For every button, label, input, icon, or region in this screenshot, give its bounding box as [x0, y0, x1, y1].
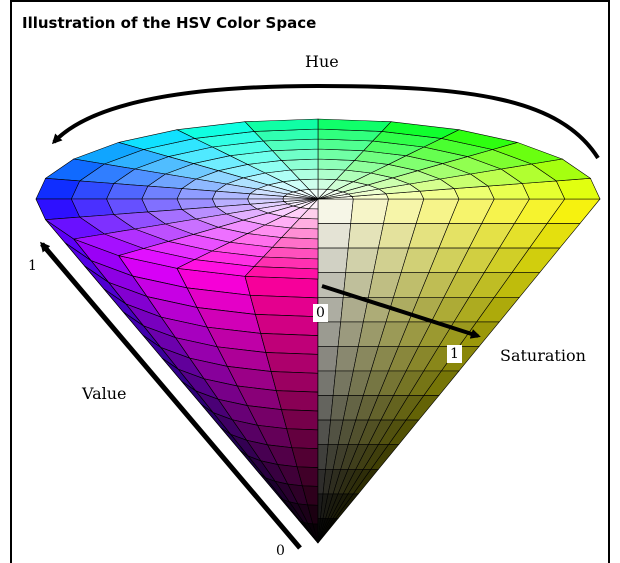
cut-face-cell	[317, 321, 342, 347]
cut-face-cell	[317, 346, 339, 372]
cone-side-cell	[244, 275, 319, 299]
cone-side-surface	[35, 198, 319, 544]
value-label: Value	[82, 384, 127, 403]
cone-side-cell	[265, 352, 319, 374]
cone-side-cell	[254, 314, 319, 336]
hue-arrow	[51, 83, 600, 160]
cut-face-cell	[347, 223, 384, 249]
cone-cut-faces	[317, 198, 601, 544]
arrows	[40, 83, 600, 550]
cut-face-cell	[345, 247, 379, 274]
cone-side-cell	[249, 294, 319, 318]
figure-title: Illustration of the HSV Color Space	[22, 14, 317, 32]
cut-face-cell	[317, 370, 336, 396]
value-one-label: 1	[28, 258, 37, 274]
cone-side-cell	[260, 333, 319, 355]
value-arrow	[40, 241, 302, 550]
cut-face-cell	[317, 198, 354, 224]
saturation-one-label: 1	[447, 345, 462, 363]
cut-face-cell	[317, 518, 339, 544]
cone-side-cell	[275, 390, 319, 412]
cut-face-cell	[317, 247, 349, 274]
hue-label: Hue	[305, 52, 339, 71]
top-disk-cell	[244, 118, 319, 132]
cone-side-cell	[286, 428, 319, 450]
top-disk-cell	[244, 266, 319, 280]
saturation-zero-label: 0	[313, 304, 328, 322]
top-disk-cell	[141, 185, 183, 200]
cut-face-cell	[317, 223, 352, 249]
cone-top-disk	[35, 118, 601, 280]
cone-side-cell	[270, 371, 319, 393]
top-disk-cell	[317, 118, 392, 132]
cut-face-cell	[350, 198, 389, 224]
saturation-label: Saturation	[500, 346, 586, 365]
cone-side-cell	[281, 409, 319, 431]
value-zero-label: 0	[276, 543, 285, 559]
saturation-arrow	[321, 284, 481, 339]
